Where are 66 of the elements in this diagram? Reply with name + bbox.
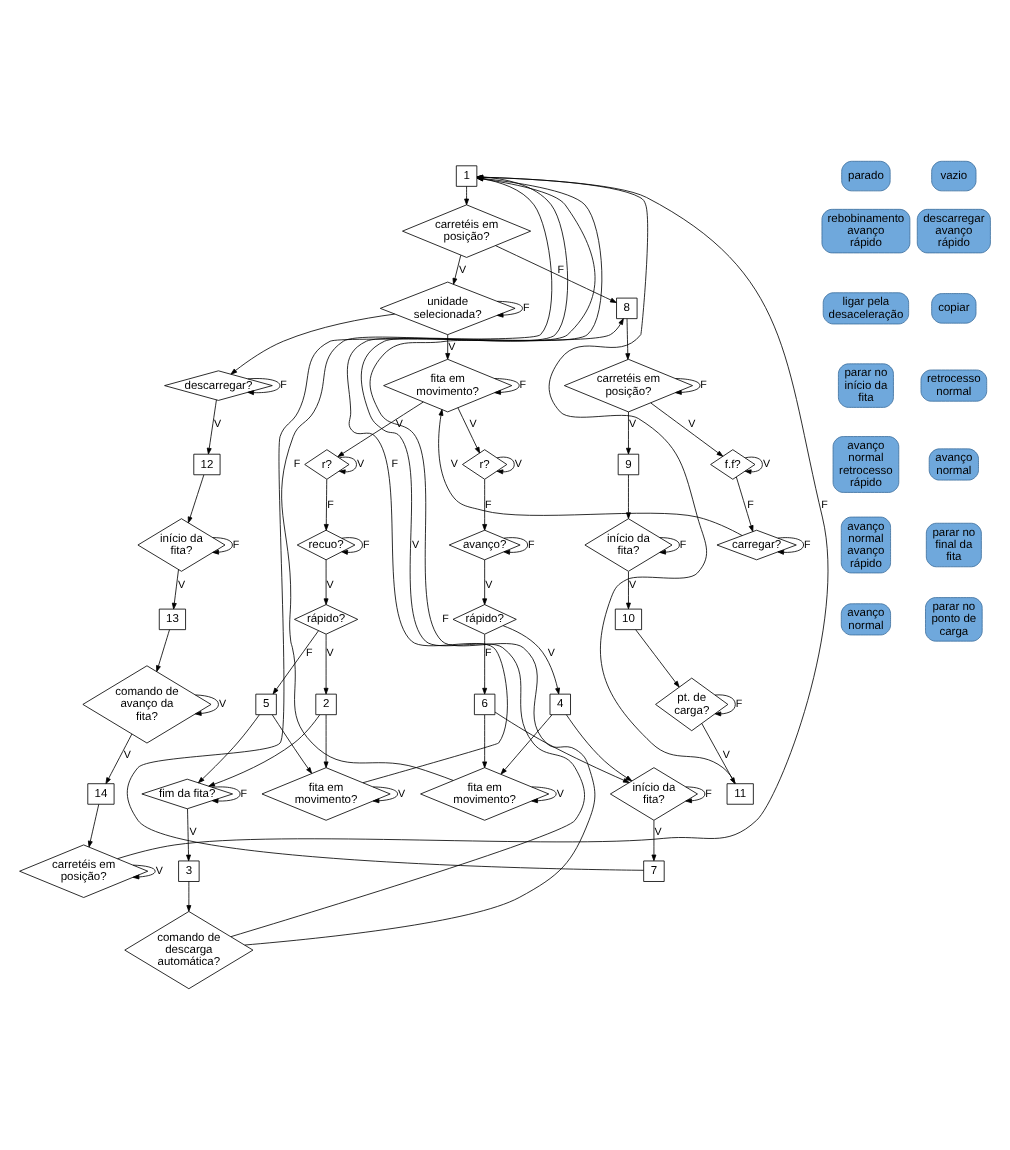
arrow: [495, 245, 617, 303]
arrow: [744, 456, 763, 475]
arrow: [482, 479, 488, 531]
arrow: [212, 537, 233, 555]
arrow: [186, 881, 192, 912]
arrow: [171, 569, 179, 610]
arrow: [438, 409, 743, 536]
arrow: [323, 714, 329, 769]
arrow: [482, 633, 488, 695]
arrow: [476, 174, 737, 784]
arrow: [323, 633, 329, 695]
arrow: [105, 733, 133, 784]
arrow: [626, 474, 631, 519]
arrow: [464, 186, 469, 206]
arrow: [502, 625, 560, 695]
arrow: [500, 714, 553, 775]
arrow: [625, 318, 631, 360]
arrow: [626, 411, 631, 455]
arrow: [735, 476, 754, 532]
arrow: [482, 714, 488, 769]
arrow: [503, 537, 529, 555]
arrow: [372, 786, 398, 804]
arrow: [496, 456, 515, 475]
arrow: [87, 803, 100, 848]
arrow: [338, 456, 357, 475]
arrow: [496, 300, 523, 318]
arrow: [346, 176, 596, 784]
arrow: [323, 479, 329, 531]
arrow: [247, 378, 281, 396]
arrow: [132, 864, 156, 880]
arrow: [272, 630, 319, 695]
arrow: [701, 723, 736, 785]
arrow: [626, 571, 631, 610]
arrow: [244, 318, 624, 946]
arrow: [685, 786, 706, 804]
arrow: [206, 399, 217, 455]
arrow: [482, 559, 488, 605]
arrow: [341, 537, 363, 555]
arrow: [714, 694, 736, 717]
arrow: [208, 714, 321, 787]
arrow: [156, 629, 170, 672]
arrow: [777, 537, 804, 555]
arrow: [531, 786, 557, 804]
arrow: [659, 537, 680, 555]
arrow: [281, 174, 569, 781]
arrow: [452, 254, 462, 285]
arrow: [195, 694, 219, 716]
arrow: [186, 808, 191, 862]
arrow: [230, 313, 396, 375]
arrow: [198, 714, 260, 784]
arrow: [651, 820, 657, 862]
arrow: [650, 402, 724, 457]
arrow: [635, 629, 680, 688]
arrow: [187, 474, 205, 524]
arrow: [230, 176, 603, 938]
arrow: [117, 174, 829, 860]
arrow: [323, 559, 329, 605]
arrow: [271, 714, 312, 774]
arrow: [457, 407, 480, 454]
arrow: [565, 714, 633, 782]
arrow: [494, 378, 520, 395]
arrow: [445, 334, 451, 360]
arrow: [337, 401, 424, 458]
arrow: [211, 786, 241, 804]
arrow: [494, 711, 630, 783]
arrow: [675, 378, 701, 395]
